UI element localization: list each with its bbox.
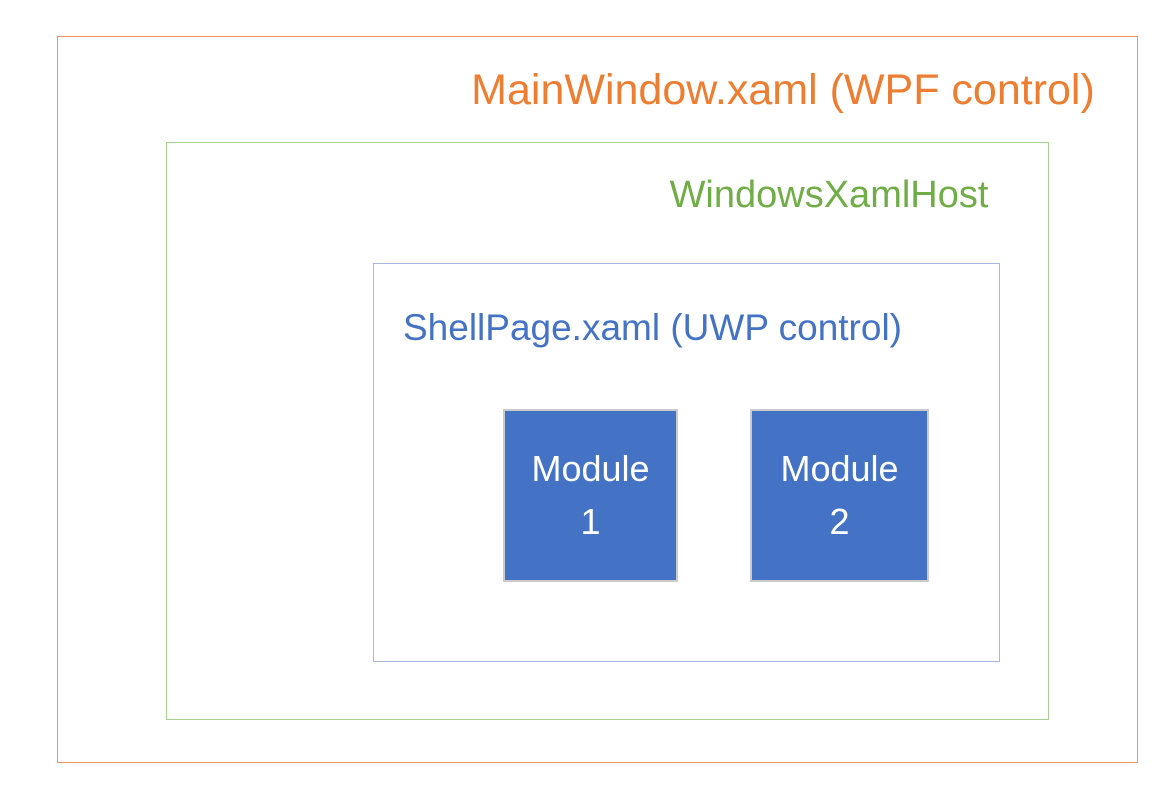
shellpage-uwp-box: ShellPage.xaml (UWP control) Module 1 Mo… (373, 263, 1000, 662)
module-2-number: 2 (829, 500, 850, 542)
module-1-box: Module 1 (503, 409, 678, 582)
module-2-box: Module 2 (750, 409, 929, 582)
mainwindow-wpf-box: MainWindow.xaml (WPF control) WindowsXam… (57, 36, 1138, 763)
shellpage-uwp-label: ShellPage.xaml (UWP control) (403, 307, 902, 348)
windowsxamlhost-label: WindowsXamlHost (669, 174, 989, 216)
module-2-name: Module (780, 448, 899, 490)
mainwindow-wpf-label: MainWindow.xaml (WPF control) (471, 66, 1095, 114)
windowsxamlhost-box: WindowsXamlHost ShellPage.xaml (UWP cont… (166, 142, 1049, 720)
module-1-name: Module (531, 448, 650, 490)
module-1-number: 1 (580, 500, 601, 542)
